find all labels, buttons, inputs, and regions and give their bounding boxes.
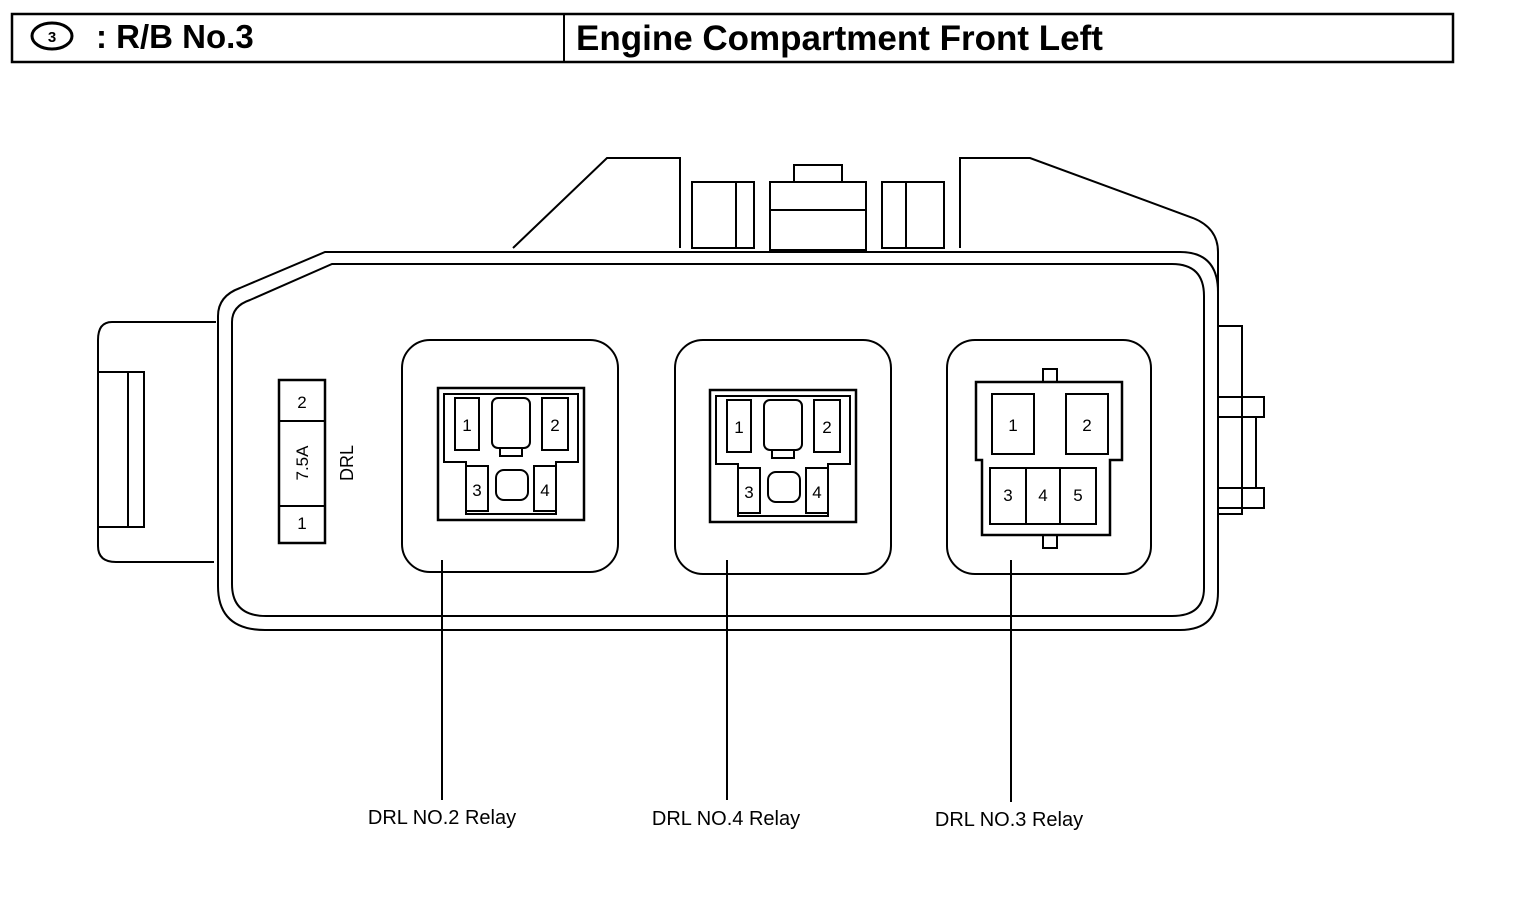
terminal-label: 3: [1003, 486, 1012, 505]
relay-no2-terminal-labels: 1 2 3 4: [462, 416, 559, 500]
header-bar: [10, 12, 1455, 64]
leader-lines: [441, 560, 1012, 802]
terminal-label: 2: [550, 416, 559, 435]
terminal-label: 4: [540, 481, 549, 500]
relay-socket-drl-no2: [401, 339, 619, 573]
terminal-label: 5: [1073, 486, 1082, 505]
circled-number-badge: 3: [30, 21, 74, 51]
terminal-label: 2: [1082, 416, 1091, 435]
relay-no4-terminal-labels: 1 2 3 4: [734, 418, 831, 502]
relay-socket-drl-no4: [674, 339, 892, 575]
terminal-label: 3: [472, 481, 481, 500]
fuse-rating: 7.5A: [293, 445, 312, 481]
header-right-title: Engine Compartment Front Left: [576, 19, 1103, 58]
badge-number: 3: [48, 29, 56, 46]
terminal-label: 1: [462, 416, 471, 435]
terminal-label: 1: [734, 418, 743, 437]
fuse-bottom-terminal: 1: [297, 514, 306, 533]
relay-socket-drl-no3: [946, 339, 1152, 575]
drl-fuse: 2 7.5A 1 DRL: [277, 378, 357, 545]
terminal-label: 2: [822, 418, 831, 437]
relay-no3-terminal-labels: 1 2 3 4 5: [1003, 416, 1091, 505]
header-left-title: : R/B No.3: [96, 18, 254, 55]
block-housing: [97, 157, 1265, 631]
fuse-top-terminal: 2: [297, 393, 306, 412]
relay-label-drl-no2: DRL NO.2 Relay: [368, 807, 516, 829]
terminal-label: 4: [1038, 486, 1047, 505]
terminal-label: 1: [1008, 416, 1017, 435]
relay-label-drl-no4: DRL NO.4 Relay: [652, 808, 800, 830]
terminal-label: 4: [812, 483, 821, 502]
relay-label-drl-no3: DRL NO.3 Relay: [935, 809, 1083, 831]
terminal-label: 3: [744, 483, 753, 502]
fuse-name-label: DRL: [337, 445, 357, 481]
